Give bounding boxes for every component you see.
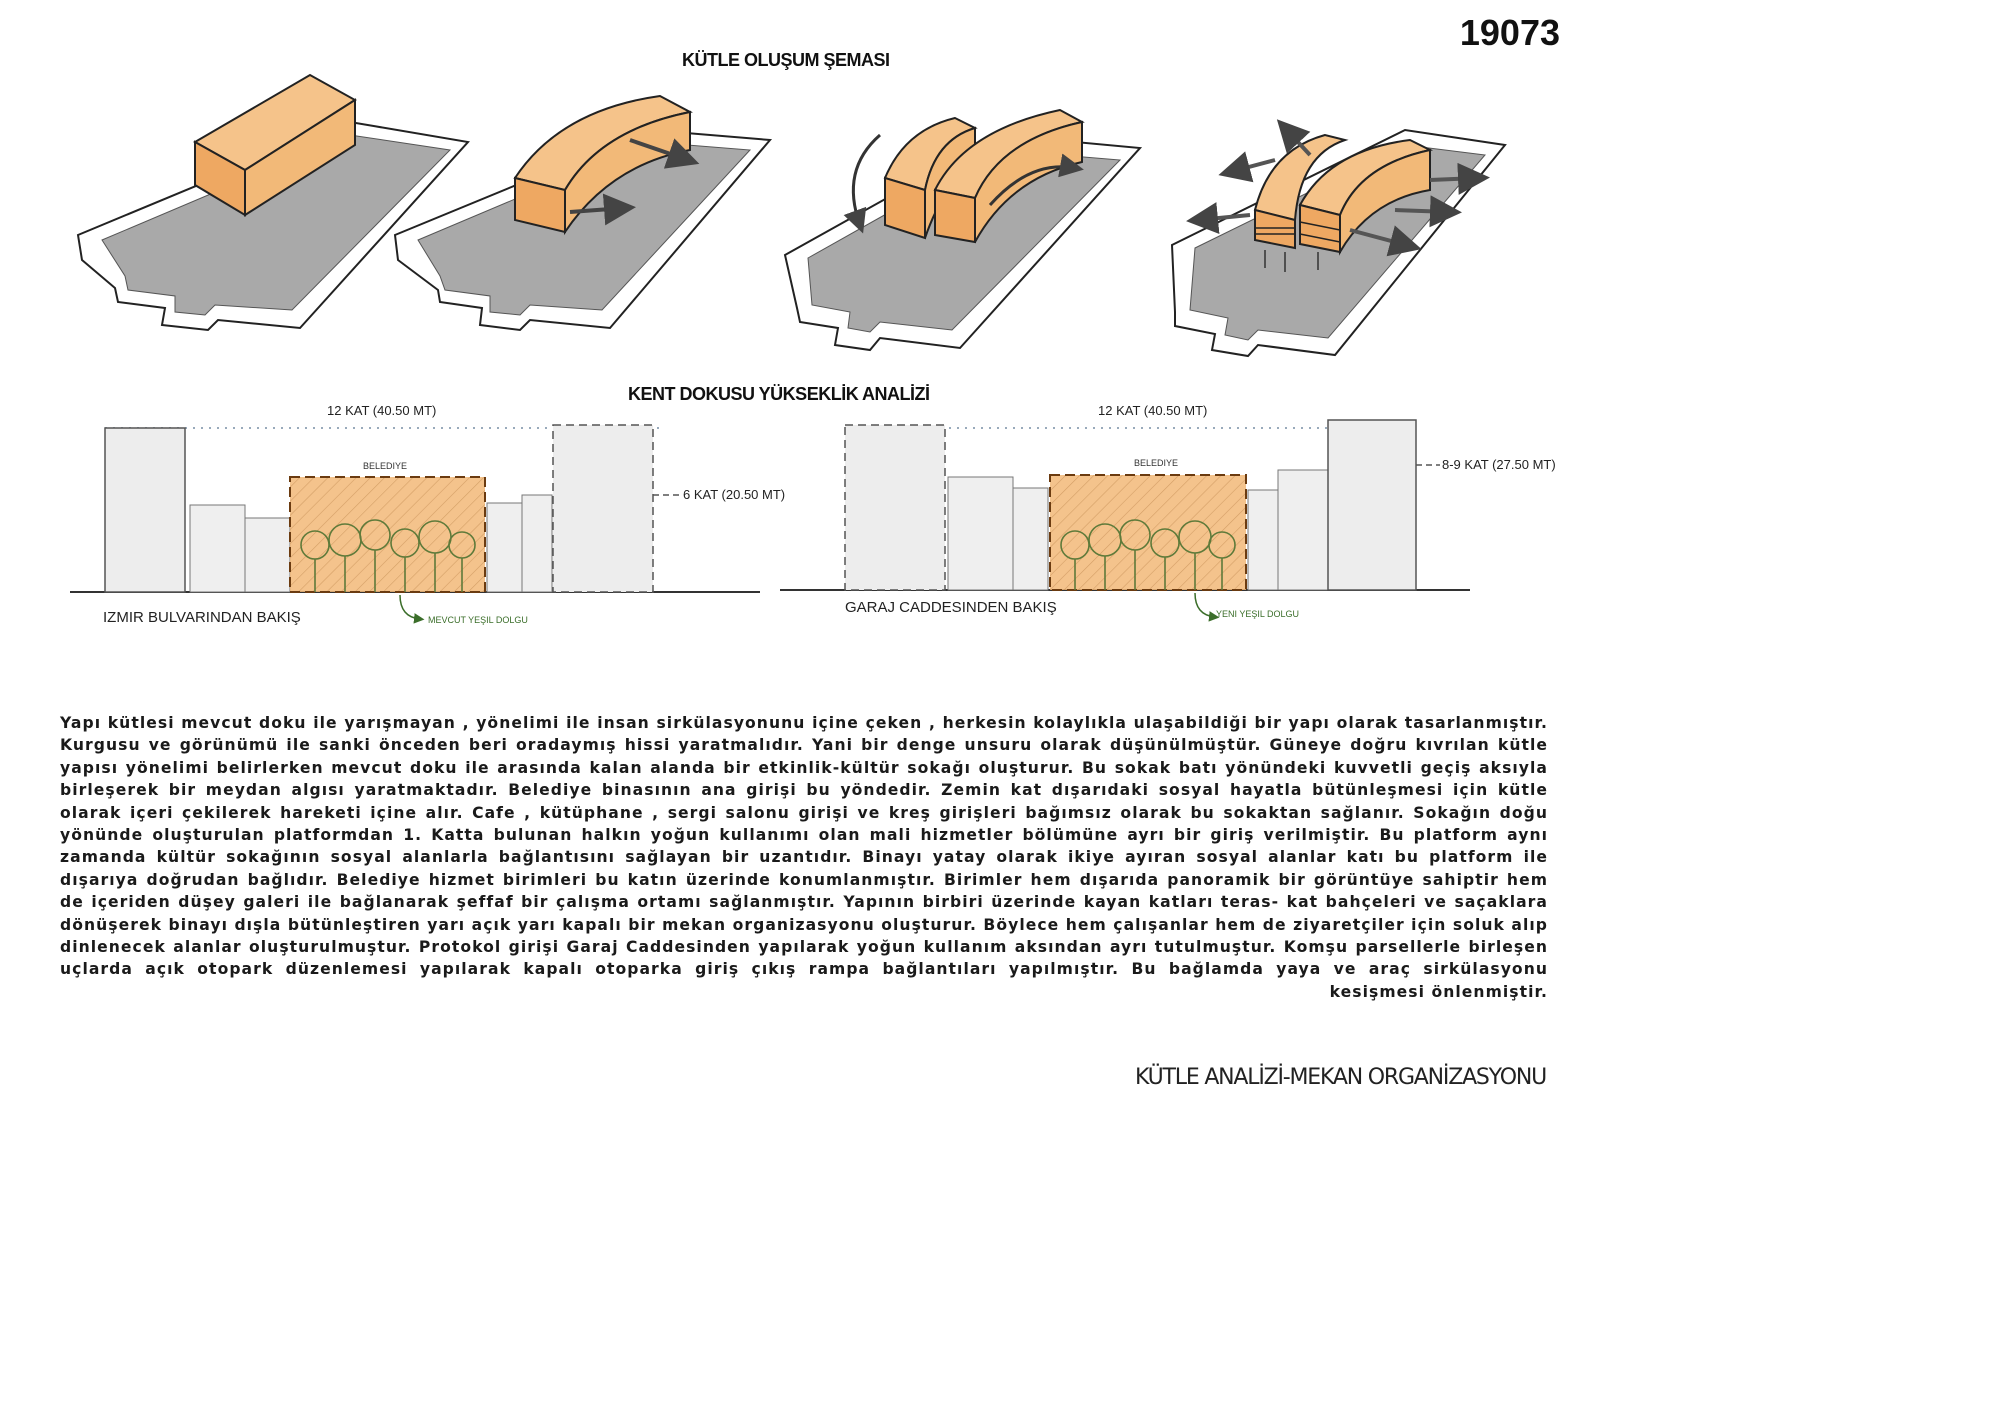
elevation-izmir-boulevard [70,424,760,624]
right-green-label: YENI YEŞIL DOLGU [1216,609,1299,619]
mass-scheme-diagrams [76,73,1507,358]
height-analysis-title: KENT DOKUSU YÜKSEKLİK ANALİZİ [628,384,930,404]
mass-scheme-title: KÜTLE OLUŞUM ŞEMASI [682,50,890,70]
left-green-label: MEVCUT YEŞIL DOLGU [428,615,528,625]
right-municipality-label: BELEDIYE [1134,458,1178,468]
height-analysis-elevations: 12 KAT (40.50 MT) BELEDIYE 6 KAT (20.50 … [70,403,1556,626]
left-max-height-label: 12 KAT (40.50 MT) [327,403,436,418]
green-fill-left [300,519,476,592]
left-municipality-label: BELEDIYE [363,461,407,471]
right-max-height-label: 12 KAT (40.50 MT) [1098,403,1207,418]
project-number: 19073 [1459,12,1560,53]
mass-step-3 [783,108,1143,352]
mass-step-2 [393,94,773,332]
right-side-height-label: 8-9 KAT (27.50 MT) [1442,457,1556,472]
sheet-footer-title: KÜTLE ANALİZİ-MEKAN ORGANİZASYONU [1135,1065,1547,1090]
mass-step-4 [1170,119,1507,358]
left-view-label: IZMIR BULVARINDAN BAKIŞ [103,609,301,626]
left-side-height-label: 6 KAT (20.50 MT) [683,487,785,502]
elevation-garaj-street [780,419,1470,622]
mass-step-1 [76,73,470,332]
right-view-label: GARAJ CADDESINDEN BAKIŞ [845,599,1057,616]
project-description: Yapı kütlesi mevcut doku ile yarışmayan … [60,714,1549,1001]
green-fill-right [1060,519,1236,590]
